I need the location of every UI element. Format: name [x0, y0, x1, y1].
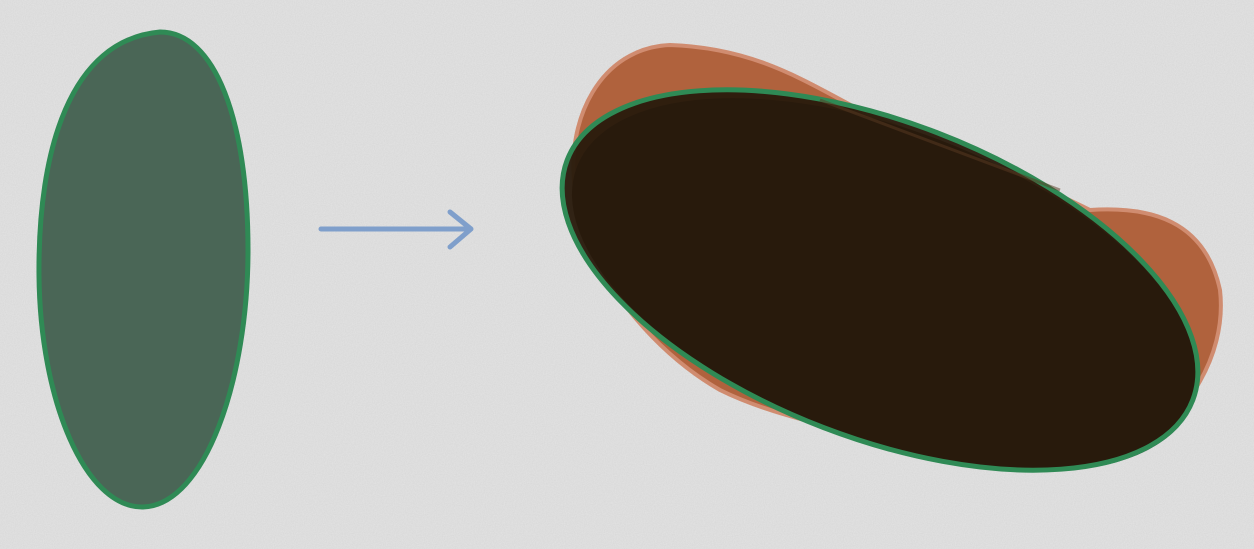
source-ellipse	[36, 29, 251, 510]
blob-overlap-edge	[819, 98, 1061, 192]
target-ellipse	[559, 87, 1201, 473]
transform-arrow	[318, 209, 474, 250]
arrow-head-icon	[447, 209, 474, 250]
